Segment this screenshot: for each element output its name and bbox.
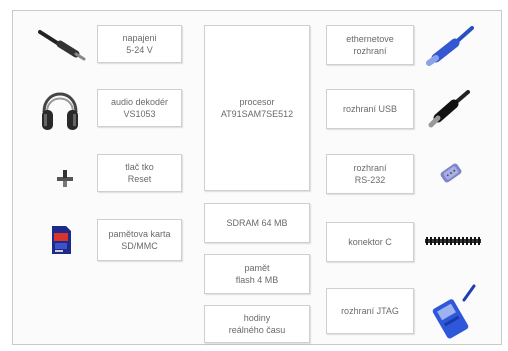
sdram-label: SDRAM 64 MB bbox=[226, 217, 287, 229]
sdram-box: SDRAM 64 MB bbox=[204, 203, 310, 243]
sd-card-label: pamětova karta SD/MMC bbox=[108, 228, 170, 252]
ethernet-label: ethernetove rozhraní bbox=[346, 33, 394, 57]
ethernet-box: ethernetove rozhraní bbox=[326, 25, 414, 65]
headphones-icon bbox=[38, 80, 82, 136]
audio-decoder-label: audio dekodér VS1053 bbox=[111, 96, 168, 120]
jtag-box: rozhraní JTAG bbox=[326, 288, 414, 334]
power-label: napajeni 5-24 V bbox=[122, 32, 156, 56]
rtc-box: hodiny reálného času bbox=[204, 305, 310, 343]
sd-card-box: pamětova karta SD/MMC bbox=[97, 219, 182, 261]
processor-box: procesor AT91SAM7SE512 bbox=[204, 25, 310, 191]
pin-header-icon bbox=[424, 236, 484, 246]
flash-label: pamět flash 4 MB bbox=[236, 262, 279, 286]
sd-card-icon bbox=[50, 225, 72, 255]
rtc-label: hodiny reálného času bbox=[229, 312, 286, 336]
processor-label: procesor AT91SAM7SE512 bbox=[221, 96, 293, 120]
jtag-programmer-icon bbox=[428, 284, 478, 340]
reset-button-label: tlač tko Reset bbox=[125, 161, 154, 185]
power-box: napajeni 5-24 V bbox=[97, 25, 182, 63]
power-plug-icon bbox=[38, 28, 88, 62]
usb-label: rozhraní USB bbox=[343, 103, 397, 115]
connector-label: konektor C bbox=[348, 236, 392, 248]
rs232-box: rozhraní RS-232 bbox=[326, 154, 414, 194]
flash-box: pamět flash 4 MB bbox=[204, 254, 310, 294]
ethernet-cable-icon bbox=[424, 26, 474, 66]
push-button-icon bbox=[54, 168, 76, 190]
usb-box: rozhraní USB bbox=[326, 89, 414, 129]
usb-cable-icon bbox=[426, 90, 470, 130]
reset-button-box: tlač tko Reset bbox=[97, 154, 182, 192]
audio-decoder-box: audio dekodér VS1053 bbox=[97, 89, 182, 127]
jtag-label: rozhraní JTAG bbox=[341, 305, 399, 317]
rs232-label: rozhraní RS-232 bbox=[353, 162, 386, 186]
connector-box: konektor C bbox=[326, 222, 414, 262]
serial-connector-icon bbox=[436, 158, 466, 188]
